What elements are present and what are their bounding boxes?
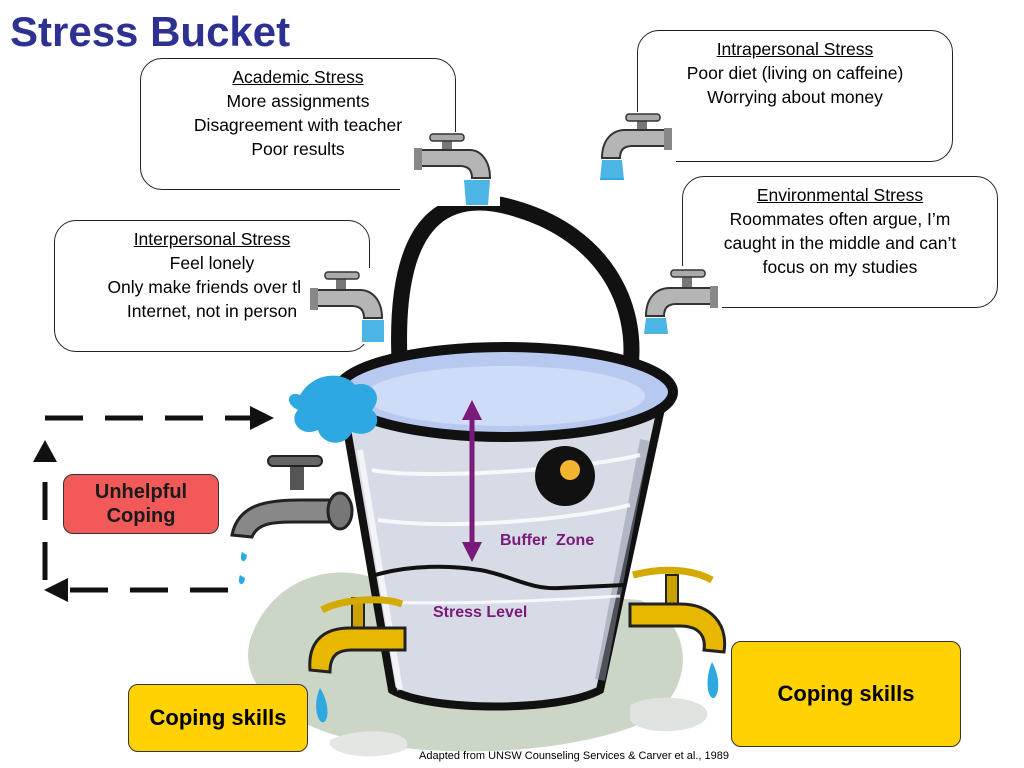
coping-skills-box-right: Coping skills <box>731 641 961 747</box>
water-splash <box>288 375 378 443</box>
callout-heading: Interpersonal Stress <box>133 229 291 249</box>
stress-level-line <box>374 564 626 591</box>
callout-line: Roommates often argue, I’m <box>729 209 951 229</box>
intrapersonal-stress-callout: Intrapersonal Stress Poor diet (living o… <box>637 30 953 162</box>
academic-stress-callout: Academic Stress More assignments Disagre… <box>140 58 456 190</box>
shadow-spot <box>630 697 708 732</box>
callout-line: Poor diet (living on caffeine) <box>686 63 904 83</box>
callout-line: Worrying about money <box>707 87 883 107</box>
coping-skills-label: Coping skills <box>149 705 287 730</box>
environmental-stress-callout: Environmental Stress Roommates often arg… <box>682 176 998 308</box>
callout-line: caught in the middle and can’t <box>723 233 957 253</box>
interpersonal-stress-callout: Interpersonal Stress Feel lonely Only ma… <box>54 220 370 352</box>
callout-line: focus on my studies <box>762 257 918 277</box>
callout-heading: Academic Stress <box>232 67 364 87</box>
coping-skills-box-left: Coping skills <box>128 684 308 752</box>
stress-level-label: Stress Level <box>433 604 528 621</box>
grey-faucet <box>230 455 354 585</box>
callout-heading: Intrapersonal Stress <box>716 39 874 59</box>
unhelpful-coping-box: Unhelpful Coping <box>63 474 219 534</box>
coping-skills-label: Coping skills <box>777 681 915 706</box>
dashed-loop-arrow <box>42 415 260 593</box>
gold-faucet-right <box>628 566 727 699</box>
callout-line: Only make friends over the <box>107 277 317 297</box>
bucket-handle <box>391 194 640 374</box>
gold-faucet-left <box>308 596 407 723</box>
unhelpful-coping-label: Unhelpful Coping <box>94 481 188 527</box>
source-footnote: Adapted from UNSW Counseling Services & … <box>419 750 729 762</box>
callout-line: Internet, not in person <box>126 301 298 321</box>
callout-heading: Environmental Stress <box>756 185 924 205</box>
shadow-spot <box>330 731 408 757</box>
callout-line: Disagreement with teacher <box>193 115 403 135</box>
callout-line: Poor results <box>251 139 345 159</box>
callout-line: Feel lonely <box>169 253 255 273</box>
page-title: Stress Bucket <box>10 8 291 55</box>
buffer-zone-label: Buffer Zone <box>500 532 595 549</box>
callout-line: More assignments <box>226 91 370 111</box>
